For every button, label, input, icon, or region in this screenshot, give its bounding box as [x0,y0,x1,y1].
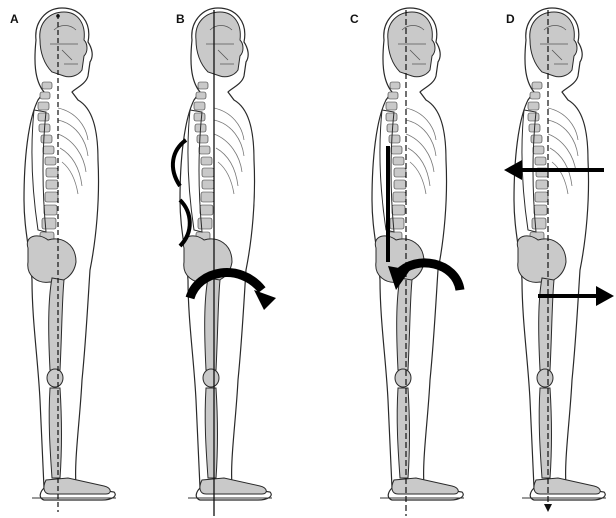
curved-arrow-icon-b [190,273,262,298]
panel-a-figure [24,8,116,512]
panel-b-figure [180,8,272,516]
kyphosis-arc-icon [173,140,186,186]
panel-d-figure [514,8,606,512]
